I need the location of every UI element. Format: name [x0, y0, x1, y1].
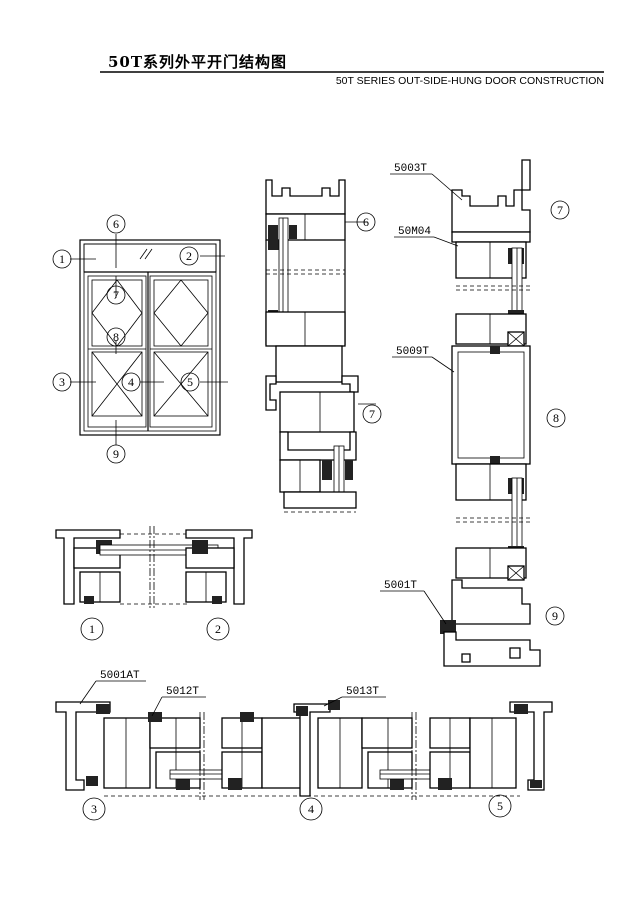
callout-5001AT: 5001AT: [79, 670, 146, 705]
svg-text:9: 9: [113, 447, 119, 461]
jamb-section: 1 2: [55, 526, 253, 641]
hsec-bubble-4: 4: [299, 797, 323, 821]
elev-bubble-7: 7: [106, 285, 126, 305]
svg-text:50M04: 50M04: [398, 226, 431, 238]
elev-bubble-9: 9: [106, 444, 126, 464]
title-block: 50T系列外平开门结构图 50T SERIES OUT-SIDE-HUNG DO…: [100, 53, 604, 87]
elev-bubble-5: 5: [180, 372, 200, 392]
svg-text:5: 5: [497, 799, 503, 813]
door-transom: [83, 243, 217, 273]
jamb-bubble-2: 2: [206, 617, 230, 641]
elev-bubble-8: 8: [106, 327, 126, 347]
svg-text:2: 2: [186, 249, 192, 263]
svg-text:3: 3: [59, 375, 65, 389]
callout-5009T: 5009T: [392, 346, 455, 373]
svg-text:5001AT: 5001AT: [100, 670, 140, 682]
vertical-section-left: 6 7: [265, 179, 382, 513]
vsec-right-bubble-7: 7: [550, 200, 570, 220]
hsec-bubble-5: 5: [488, 794, 512, 818]
callout-5012T: 5012T: [151, 686, 206, 717]
svg-text:5009T: 5009T: [396, 346, 429, 358]
svg-text:8: 8: [113, 330, 119, 344]
door-outer-frame: [79, 239, 221, 436]
callout-50M04: 50M04: [394, 226, 459, 247]
svg-text:1: 1: [59, 252, 65, 266]
svg-text:1: 1: [89, 622, 95, 636]
svg-text:4: 4: [128, 375, 134, 389]
elev-bubble-6: 6: [106, 214, 126, 234]
jamb-bubble-1: 1: [80, 617, 104, 641]
door-elevation: 1 2 3 4 5 6 7 8 9: [52, 214, 228, 464]
svg-text:3: 3: [91, 802, 97, 816]
vsec-left-bubble-6: 6: [356, 212, 376, 232]
svg-text:4: 4: [308, 802, 314, 816]
door-leaf-left: [87, 275, 147, 428]
svg-text:9: 9: [552, 609, 558, 623]
title-english: 50T SERIES OUT-SIDE-HUNG DOOR CONSTRUCTI…: [336, 75, 604, 87]
svg-text:7: 7: [369, 407, 375, 421]
svg-text:6: 6: [363, 215, 369, 229]
callout-5001T: 5001T: [380, 580, 447, 625]
svg-text:5003T: 5003T: [394, 163, 427, 175]
svg-text:2: 2: [215, 622, 221, 636]
vertical-section-right: 5003T 50M04 5009T 5001T 7 8 9: [380, 159, 570, 667]
callout-5013T: 5013T: [323, 686, 386, 707]
elev-bubble-2: 2: [179, 246, 199, 266]
vsec-right-bubble-9: 9: [545, 606, 565, 626]
horizontal-section: 5001AT 5012T 5013T 3 4 5: [55, 670, 553, 821]
svg-text:5001T: 5001T: [384, 580, 417, 592]
vsec-right-bubble-8: 8: [546, 408, 566, 428]
elev-bubble-1: 1: [52, 249, 72, 269]
svg-text:6: 6: [113, 217, 119, 231]
svg-text:5013T: 5013T: [346, 686, 379, 698]
elev-bubble-4: 4: [121, 372, 141, 392]
callout-5003T: 5003T: [390, 163, 463, 201]
title-chinese: 50T系列外平开门结构图: [108, 53, 287, 71]
elev-bubble-3: 3: [52, 372, 72, 392]
svg-text:5012T: 5012T: [166, 686, 199, 698]
svg-text:5: 5: [187, 375, 193, 389]
svg-text:7: 7: [113, 288, 119, 302]
vsec-left-bubble-7: 7: [362, 404, 382, 424]
door-leaf-right: [149, 275, 213, 428]
svg-text:7: 7: [557, 203, 563, 217]
hsec-bubble-3: 3: [82, 797, 106, 821]
svg-text:8: 8: [553, 411, 559, 425]
